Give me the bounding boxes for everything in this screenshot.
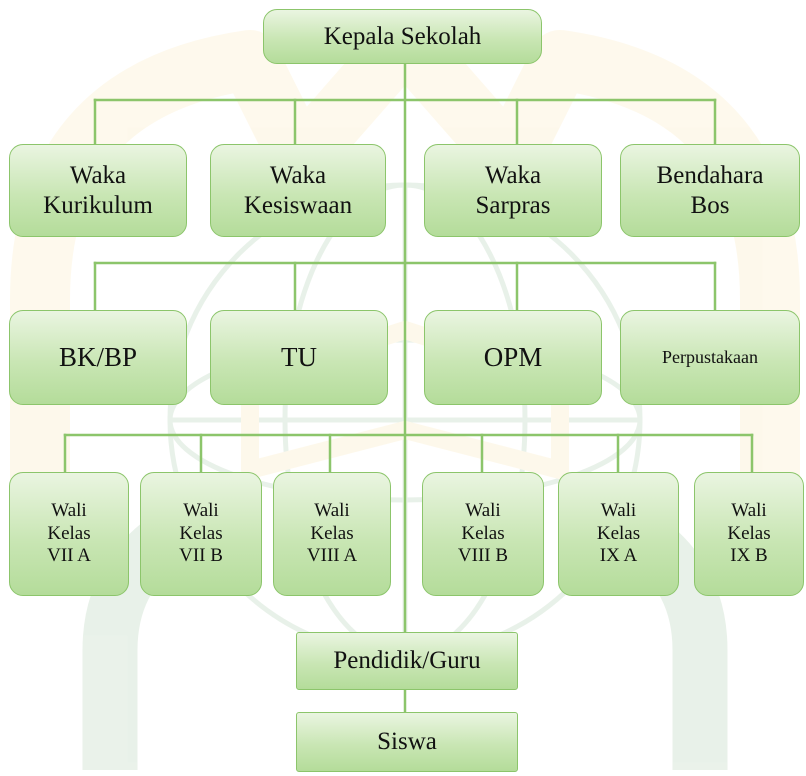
node-tu: TU (210, 310, 388, 405)
node-label: TU (281, 342, 317, 373)
node-label-line2: Kelas (727, 522, 771, 544)
node-label-line1: Waka (484, 161, 542, 189)
node-label: BK/BP (58, 342, 138, 373)
node-wali-kelas-ix-a: Wali Kelas IX A (558, 472, 679, 596)
node-wali-kelas-viii-a: Wali Kelas VIII A (273, 472, 391, 596)
node-opm: OPM (424, 310, 602, 405)
node-label-line2: Kesiswaan (243, 191, 353, 219)
node-label-line3: VIII A (306, 545, 358, 567)
node-siswa: Siswa (296, 712, 518, 772)
node-waka-kurikulum: Waka Kurikulum (9, 144, 187, 237)
node-bendahara-bos: Bendahara Bos (620, 144, 800, 237)
node-pendidik-guru: Pendidik/Guru (296, 632, 518, 690)
node-label-line2: Kelas (179, 522, 223, 544)
node-label-line1: Wali (465, 499, 501, 521)
node-label-line1: Wali (731, 499, 767, 521)
node-label-line2: Kelas (596, 522, 641, 544)
node-label-line2: Kelas (461, 522, 505, 544)
node-label-line2: Kelas (310, 522, 354, 544)
node-label-line3: VIII B (457, 545, 509, 567)
node-label: OPM (483, 342, 543, 373)
node-kepala-sekolah: Kepala Sekolah (263, 9, 542, 64)
node-label-line3: VII B (179, 545, 223, 567)
node-label-line1: Bendahara (656, 161, 764, 189)
node-label-line1: Waka (69, 161, 127, 189)
node-label: Pendidik/Guru (333, 647, 481, 674)
node-label-line2: Sarpras (475, 191, 551, 219)
node-label-line1: Wali (51, 499, 87, 521)
node-label-line1: Wali (314, 499, 350, 521)
node-label-line3: VII A (47, 545, 91, 567)
node-waka-kesiswaan: Waka Kesiswaan (210, 144, 386, 237)
node-label-line1: Wali (600, 499, 637, 521)
node-wali-kelas-vii-b: Wali Kelas VII B (140, 472, 262, 596)
node-label-line2: Bos (690, 191, 730, 219)
node-label: Perpustakaan (662, 346, 758, 367)
node-label-line2: Kurikulum (43, 191, 153, 219)
node-label-line1: Waka (269, 161, 327, 189)
node-wali-kelas-ix-b: Wali Kelas IX B (694, 472, 804, 596)
node-perpustakaan: Perpustakaan (620, 310, 800, 405)
node-waka-sarpras: Waka Sarpras (424, 144, 602, 237)
node-wali-kelas-viii-b: Wali Kelas VIII B (422, 472, 544, 596)
node-label-line3: IX A (599, 545, 638, 567)
node-label-line2: Kelas (47, 522, 91, 544)
node-wali-kelas-vii-a: Wali Kelas VII A (9, 472, 129, 596)
node-label: Siswa (377, 728, 437, 755)
node-label-line3: IX B (730, 545, 768, 567)
node-bk-bp: BK/BP (9, 310, 187, 405)
node-label: Kepala Sekolah (323, 22, 482, 50)
node-label-line1: Wali (183, 499, 219, 521)
